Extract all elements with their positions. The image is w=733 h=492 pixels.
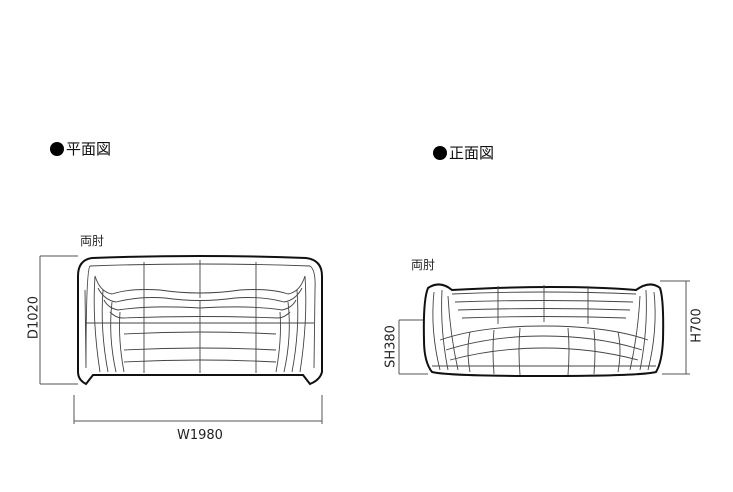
bullet-icon [433, 145, 447, 160]
front-view-heading: 正面図 [433, 142, 494, 163]
plan-view-heading: 平面図 [50, 138, 111, 159]
front-view-title: 正面図 [449, 144, 495, 162]
front-view-drawing [398, 280, 690, 378]
plan-width-label: W1980 [177, 428, 223, 443]
plan-view-title: 平面図 [66, 140, 112, 158]
front-arm-label: 両肘 [411, 258, 436, 272]
plan-arm-label: 両肘 [80, 234, 105, 248]
plan-view-drawing [39, 255, 323, 424]
bullet-icon [50, 141, 64, 156]
